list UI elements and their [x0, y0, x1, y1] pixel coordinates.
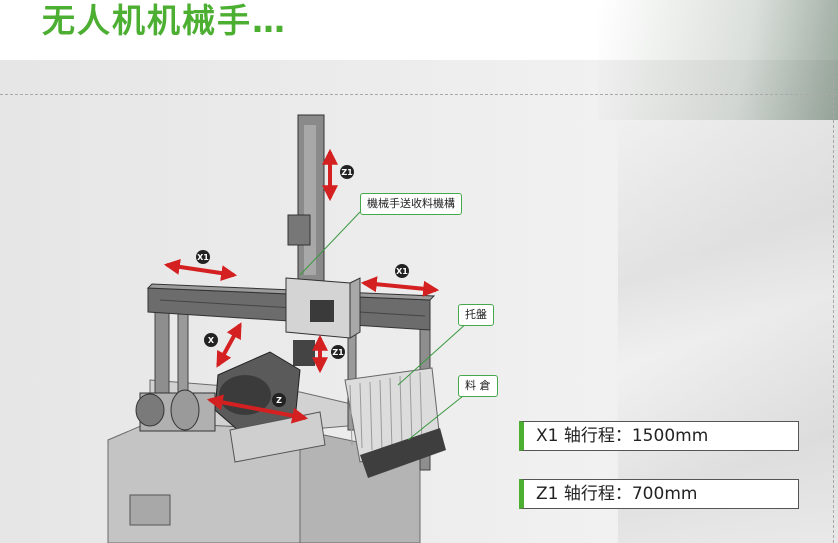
axis-badge-z: Z: [272, 393, 286, 407]
divider-dashed-vertical: [833, 60, 834, 543]
axis-badge-z1-top: Z1: [340, 165, 354, 179]
svg-text:X1: X1: [197, 253, 209, 262]
z1-column: [287, 114, 325, 291]
svg-text:Z: Z: [276, 396, 282, 405]
svg-text:X1: X1: [396, 267, 408, 276]
axis-badge-x1-left: X1: [196, 250, 210, 264]
spec-x1-stroke: X1 轴行程：1500mm: [519, 421, 799, 451]
axis-badge-x1-right: X1: [395, 264, 409, 278]
label-gripper-mechanism: 機械手送收料機構: [360, 193, 462, 215]
svg-text:Z1: Z1: [332, 348, 344, 357]
carriage: [285, 277, 361, 366]
motion-arrows: [163, 148, 440, 424]
svg-text:Z1: Z1: [341, 168, 353, 177]
divider-dashed: [0, 94, 838, 95]
material-silo: [344, 367, 446, 478]
svg-text:X: X: [208, 336, 215, 345]
label-silo: 料 倉: [458, 375, 498, 397]
axis-badge-x: X: [204, 333, 218, 347]
page-title: 无人机机械手…: [42, 1, 287, 40]
callout-lines: [299, 211, 469, 441]
axis-badge-z1-mid: Z1: [331, 345, 345, 359]
label-tray: 托盤: [458, 304, 494, 326]
background-streak: [618, 60, 838, 543]
corner-decoration: [598, 0, 838, 120]
spec-z1-stroke: Z1 轴行程：700mm: [519, 479, 799, 509]
